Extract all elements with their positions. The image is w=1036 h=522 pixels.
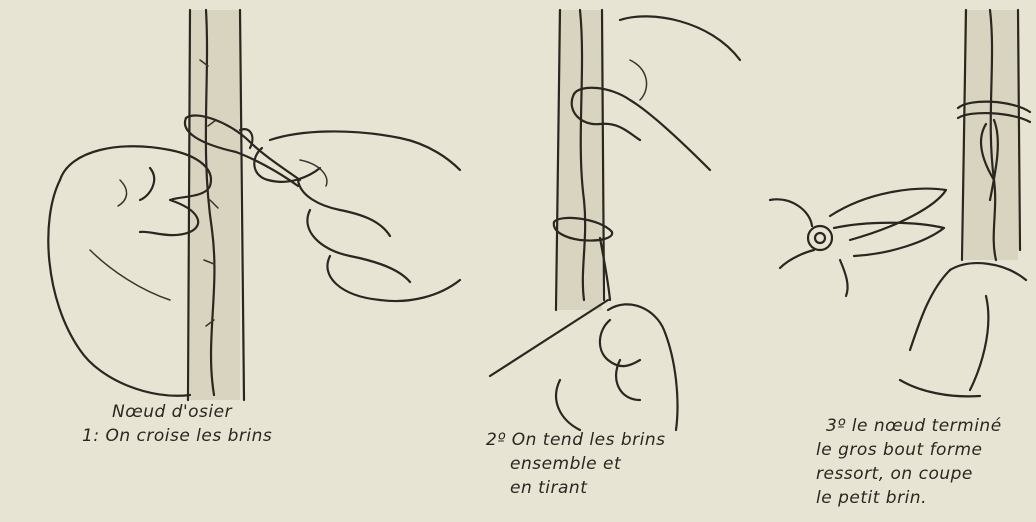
panel-step-3: 3º le nœud terminé le gros bout forme re… [750,0,1036,522]
caption-step-2: 2º On tend les brins ensemble et en tira… [486,428,665,500]
caption-step-2-line-3: en tirant [510,476,665,500]
caption-step-3-line-1: 3º le nœud terminé [826,414,1002,438]
pruning-shears-icon [770,189,946,296]
stake-3 [962,10,1020,260]
long-rod-2 [490,300,608,376]
stake-1 [188,10,244,400]
caption-step-3-line-4: le petit brin. [816,486,1002,510]
caption-step-3: 3º le nœud terminé le gros bout forme re… [816,414,1002,510]
stake-2 [556,10,604,310]
panel-step-2: 2º On tend les brins ensemble et en tira… [480,0,750,522]
caption-step-2-line-1: 2º On tend les brins [486,428,665,452]
caption-step-3-line-2: le gros bout forme [816,438,1002,462]
caption-step-1: Nœud d'osier 1: On croise les brins [112,400,272,448]
left-hand-1 [48,146,211,396]
bottom-hand-2 [556,304,677,430]
caption-step-3-line-3: ressort, on coupe [816,462,1002,486]
panel-step-1: Nœud d'osier 1: On croise les brins [0,0,480,522]
caption-step-1-line-1: Nœud d'osier [112,400,272,424]
caption-step-1-line-2: 1: On croise les brins [82,424,272,448]
right-hand-1 [254,131,460,301]
caption-step-2-line-2: ensemble et [510,452,665,476]
right-hand-3 [900,263,1026,396]
